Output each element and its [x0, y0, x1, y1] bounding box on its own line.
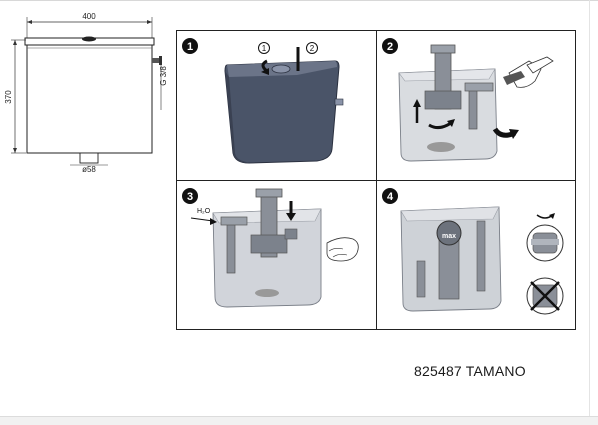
step-4-panel: 4 max	[377, 181, 575, 329]
step-4-max-badge: max	[442, 233, 456, 240]
cistern-dimension-drawing: 400 370 G 3/8 ø58	[4, 12, 168, 174]
step-4-illustration: 4 max	[382, 188, 564, 315]
step-3-illustration: 3 H₂O	[182, 188, 359, 308]
step-1-number: 1	[187, 41, 193, 53]
product-model-label: 825487 TAMANO	[414, 363, 526, 379]
step-1-illustration: 1 1 2	[182, 38, 344, 164]
step-1-panel: 1 1 2	[177, 31, 377, 181]
outlet-diameter-label: ø58	[82, 165, 96, 174]
height-dimension: 370	[4, 90, 13, 104]
right-divider	[589, 0, 590, 416]
step-2-number: 2	[387, 41, 393, 53]
width-dimension: 400	[82, 12, 96, 21]
step-3-number: 3	[187, 191, 193, 203]
step-1-callout-b: 2	[310, 44, 315, 53]
step-4-number: 4	[387, 191, 394, 203]
step-2-illustration: 2	[382, 38, 554, 162]
technical-drawing: 400 370 G 3/8 ø58	[0, 10, 175, 175]
step-3-panel: 3 H₂O	[177, 181, 377, 329]
step-1-callout-a: 1	[262, 44, 267, 53]
bottom-divider	[0, 416, 598, 425]
top-divider	[0, 0, 598, 1]
step-3-water-label: H₂O	[197, 208, 211, 215]
installation-steps-grid: 1 1 2 2	[176, 30, 576, 330]
step-2-panel: 2	[377, 31, 575, 181]
inlet-thread-label: G 3/8	[159, 66, 168, 86]
